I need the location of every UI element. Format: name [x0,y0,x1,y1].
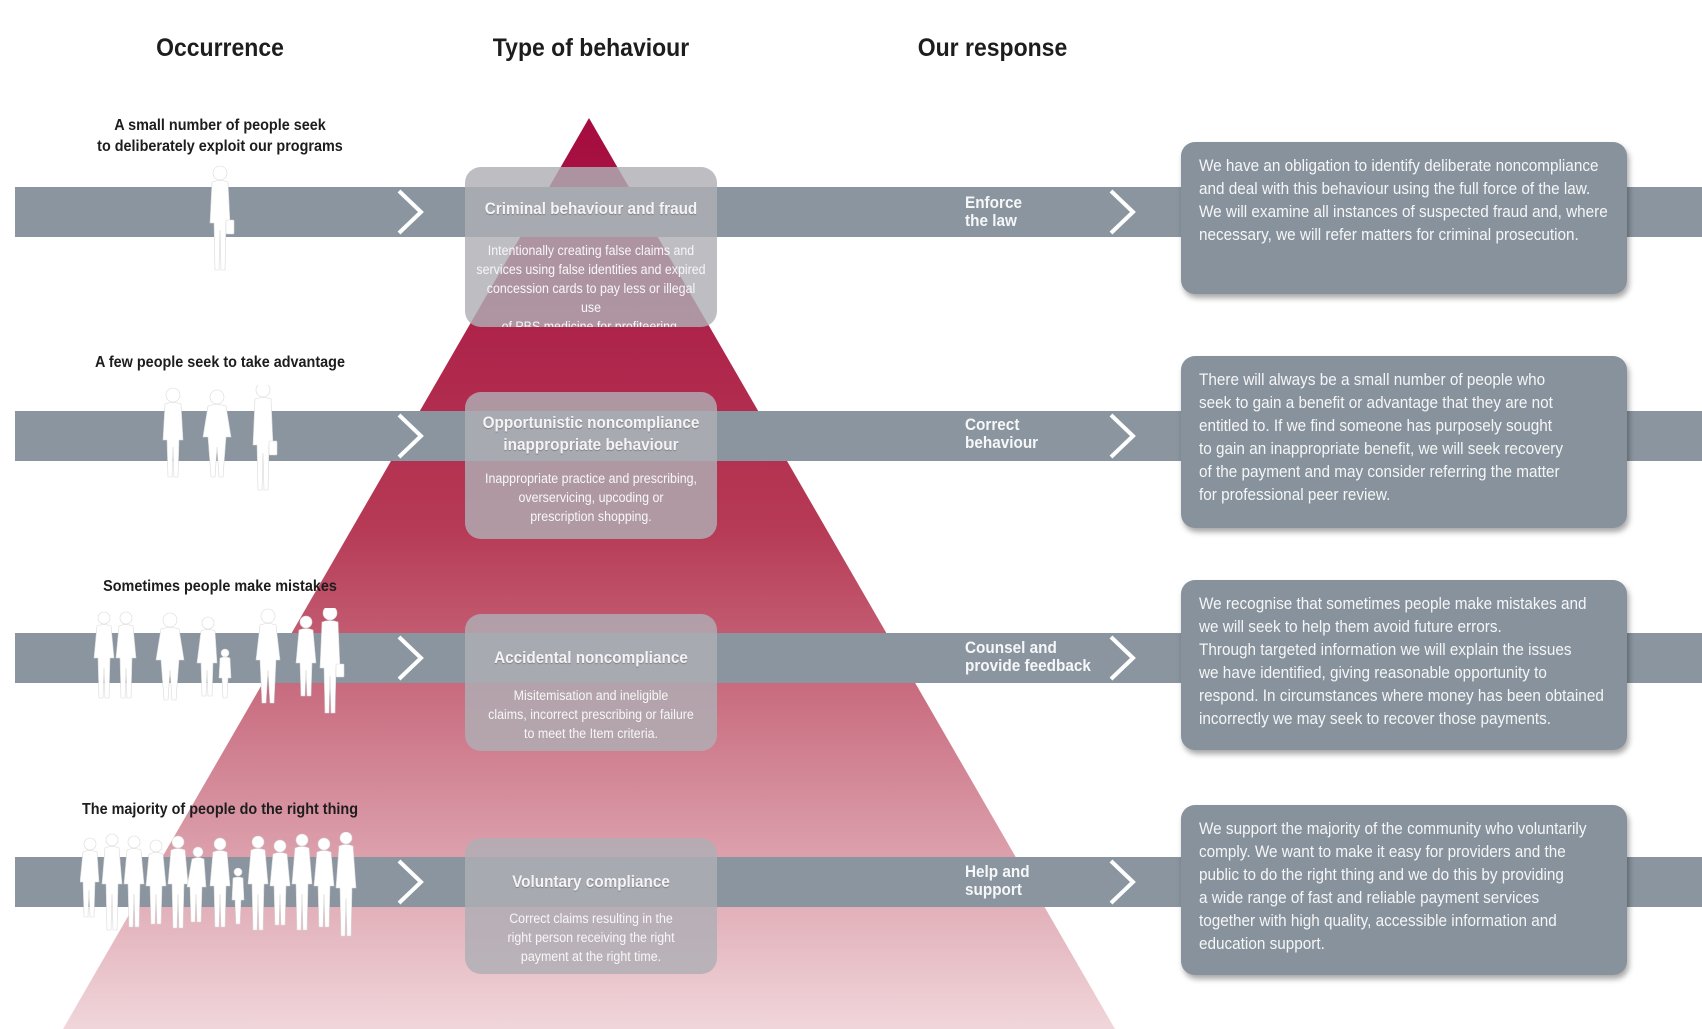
type-title-row-2: Opportunistic noncompliance inappropriat… [482,413,700,454]
type-title-row-3: Accidental noncompliance [494,648,688,667]
response-text-row-2: There will always be a small number of p… [1199,370,1564,504]
occurrence-label-row-2: A few people seek to take advantage [95,354,345,371]
occurrence-label-row-4: The majority of people do the right thin… [82,801,358,818]
type-title-row-1: Criminal behaviour and fraud [484,199,698,218]
type-box-row-1: Criminal behaviour and fraud Intentional… [465,167,717,327]
occurrence-label-row-1: A small number of people seek to deliber… [97,117,343,155]
arrow-icon [397,859,424,905]
arrow-icon [1109,413,1136,459]
response-text-row-3: We recognise that sometimes people make … [1199,594,1604,728]
response-label-row-1: Enforce the law [965,193,1022,230]
response-label-row-2: Correct behaviour [965,415,1039,452]
response-text-row-4: We support the majority of the community… [1199,819,1587,953]
occurrence-label-row-3: Sometimes people make mistakes [103,578,337,595]
arrow-icon [1109,859,1136,905]
header-occurrence: Occurrence [156,34,284,62]
response-box-row-3: We recognise that sometimes people make … [1181,580,1627,750]
type-box-row-3: Accidental noncompliance Misitemisation … [465,614,717,751]
people-silhouette-icon [162,385,278,491]
arrow-icon [397,189,424,235]
response-box-row-2: There will always be a small number of p… [1181,356,1627,528]
people-silhouette-icon [209,165,235,271]
response-label-row-4: Help and support [965,862,1030,899]
arrow-icon [397,635,424,681]
type-box-row-4: Voluntary compliance Correct claims resu… [465,838,717,974]
arrow-icon [1109,189,1136,235]
type-desc-row-2: Inappropriate practice and prescribing, … [485,471,697,524]
people-silhouette-icon [93,608,345,714]
type-desc-row-3: Misitemisation and ineligible claims, in… [488,688,694,741]
response-text-row-1: We have an obligation to identify delibe… [1199,156,1608,244]
header-our-response: Our response [917,34,1068,62]
response-box-row-1: We have an obligation to identify delibe… [1181,142,1627,294]
response-label-row-3: Counsel and provide feedback [965,638,1091,675]
type-desc-row-4: Correct claims resulting in the right pe… [507,911,675,964]
people-silhouette-icon [80,832,357,937]
type-box-row-2: Opportunistic noncompliance inappropriat… [465,392,717,539]
type-desc-row-1: Intentionally creating false claims and … [476,243,706,327]
type-title-row-4: Voluntary compliance [512,872,670,891]
arrow-icon [1109,635,1136,681]
header-type-of-behaviour: Type of behaviour [492,34,690,62]
arrow-icon [397,413,424,459]
response-box-row-4: We support the majority of the community… [1181,805,1627,975]
